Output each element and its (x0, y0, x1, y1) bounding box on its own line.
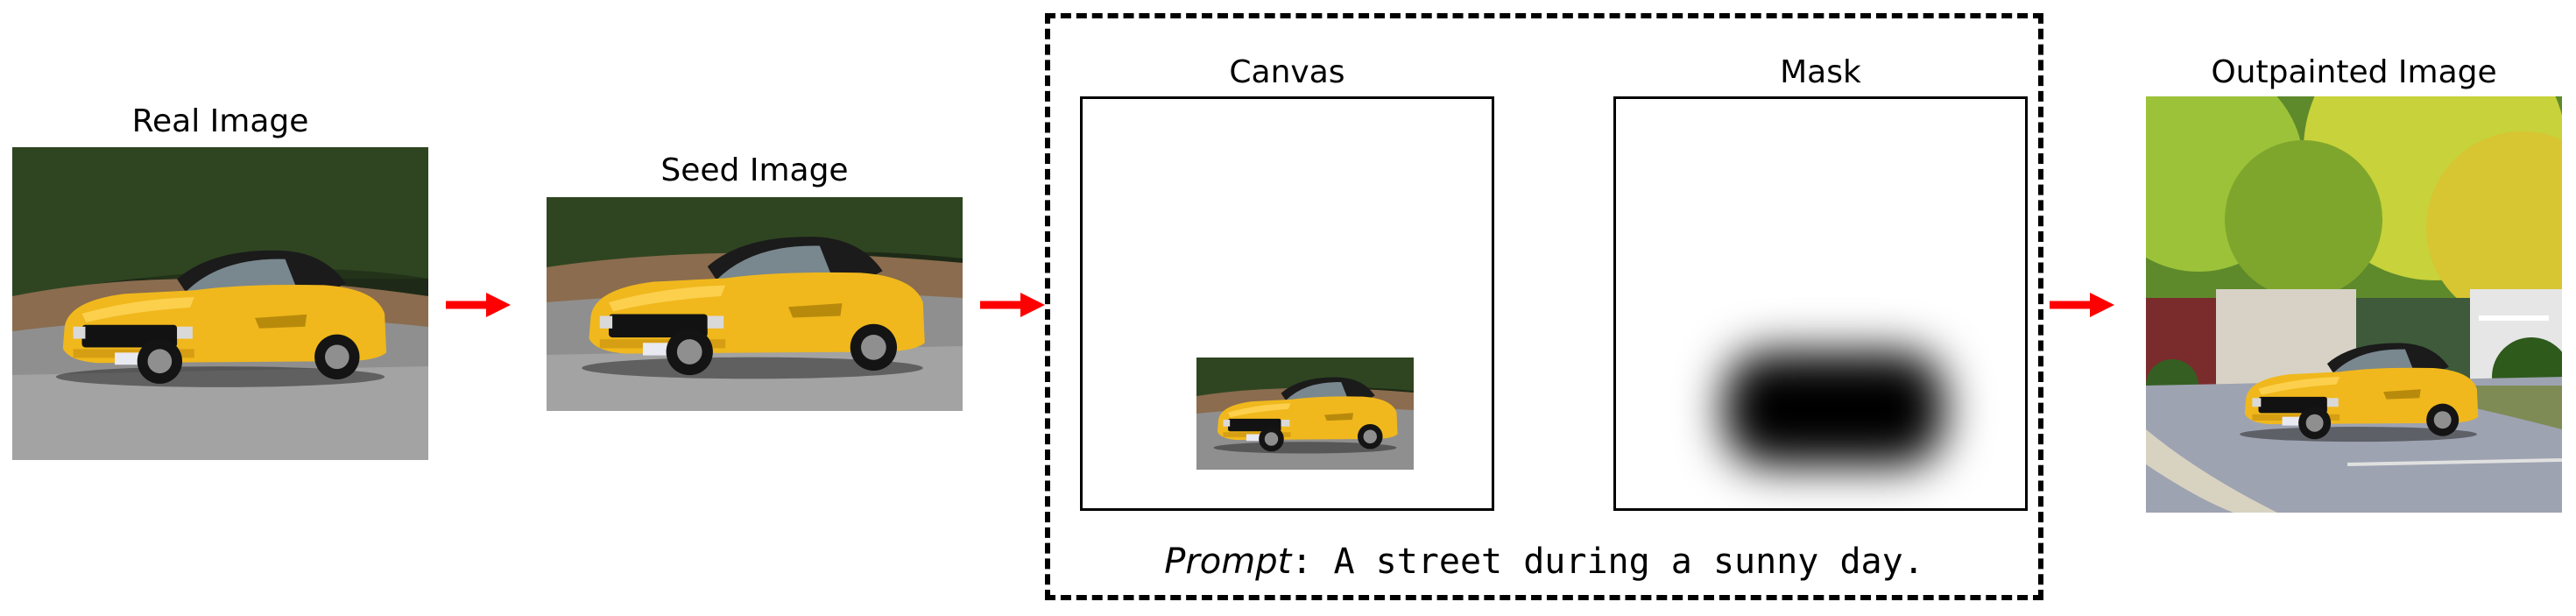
mask-panel (1613, 96, 2028, 511)
prompt-label: Prompt (1164, 542, 1292, 582)
prompt-value: A street during a sunny day. (1312, 542, 1924, 582)
outpainted-image (2146, 96, 2562, 513)
mask-label: Mask (1780, 54, 1861, 90)
inputs-dashed-box (1045, 13, 2043, 600)
arrow-right-icon (980, 293, 1045, 317)
outpainted-image-label: Outpainted Image (2211, 54, 2497, 90)
real-image (12, 147, 428, 460)
arrow-right-icon (2050, 293, 2114, 317)
seed-image (547, 197, 963, 411)
real-image-label: Real Image (131, 103, 309, 139)
arrow-right-icon (446, 293, 511, 317)
prompt-separator: : (1291, 542, 1313, 582)
canvas-seed-image (1196, 358, 1414, 470)
prompt-text: Prompt: A street during a sunny day. (1045, 542, 2043, 582)
seed-image-label: Seed Image (660, 152, 849, 188)
canvas-label: Canvas (1229, 54, 1345, 90)
canvas-panel (1080, 96, 1494, 511)
